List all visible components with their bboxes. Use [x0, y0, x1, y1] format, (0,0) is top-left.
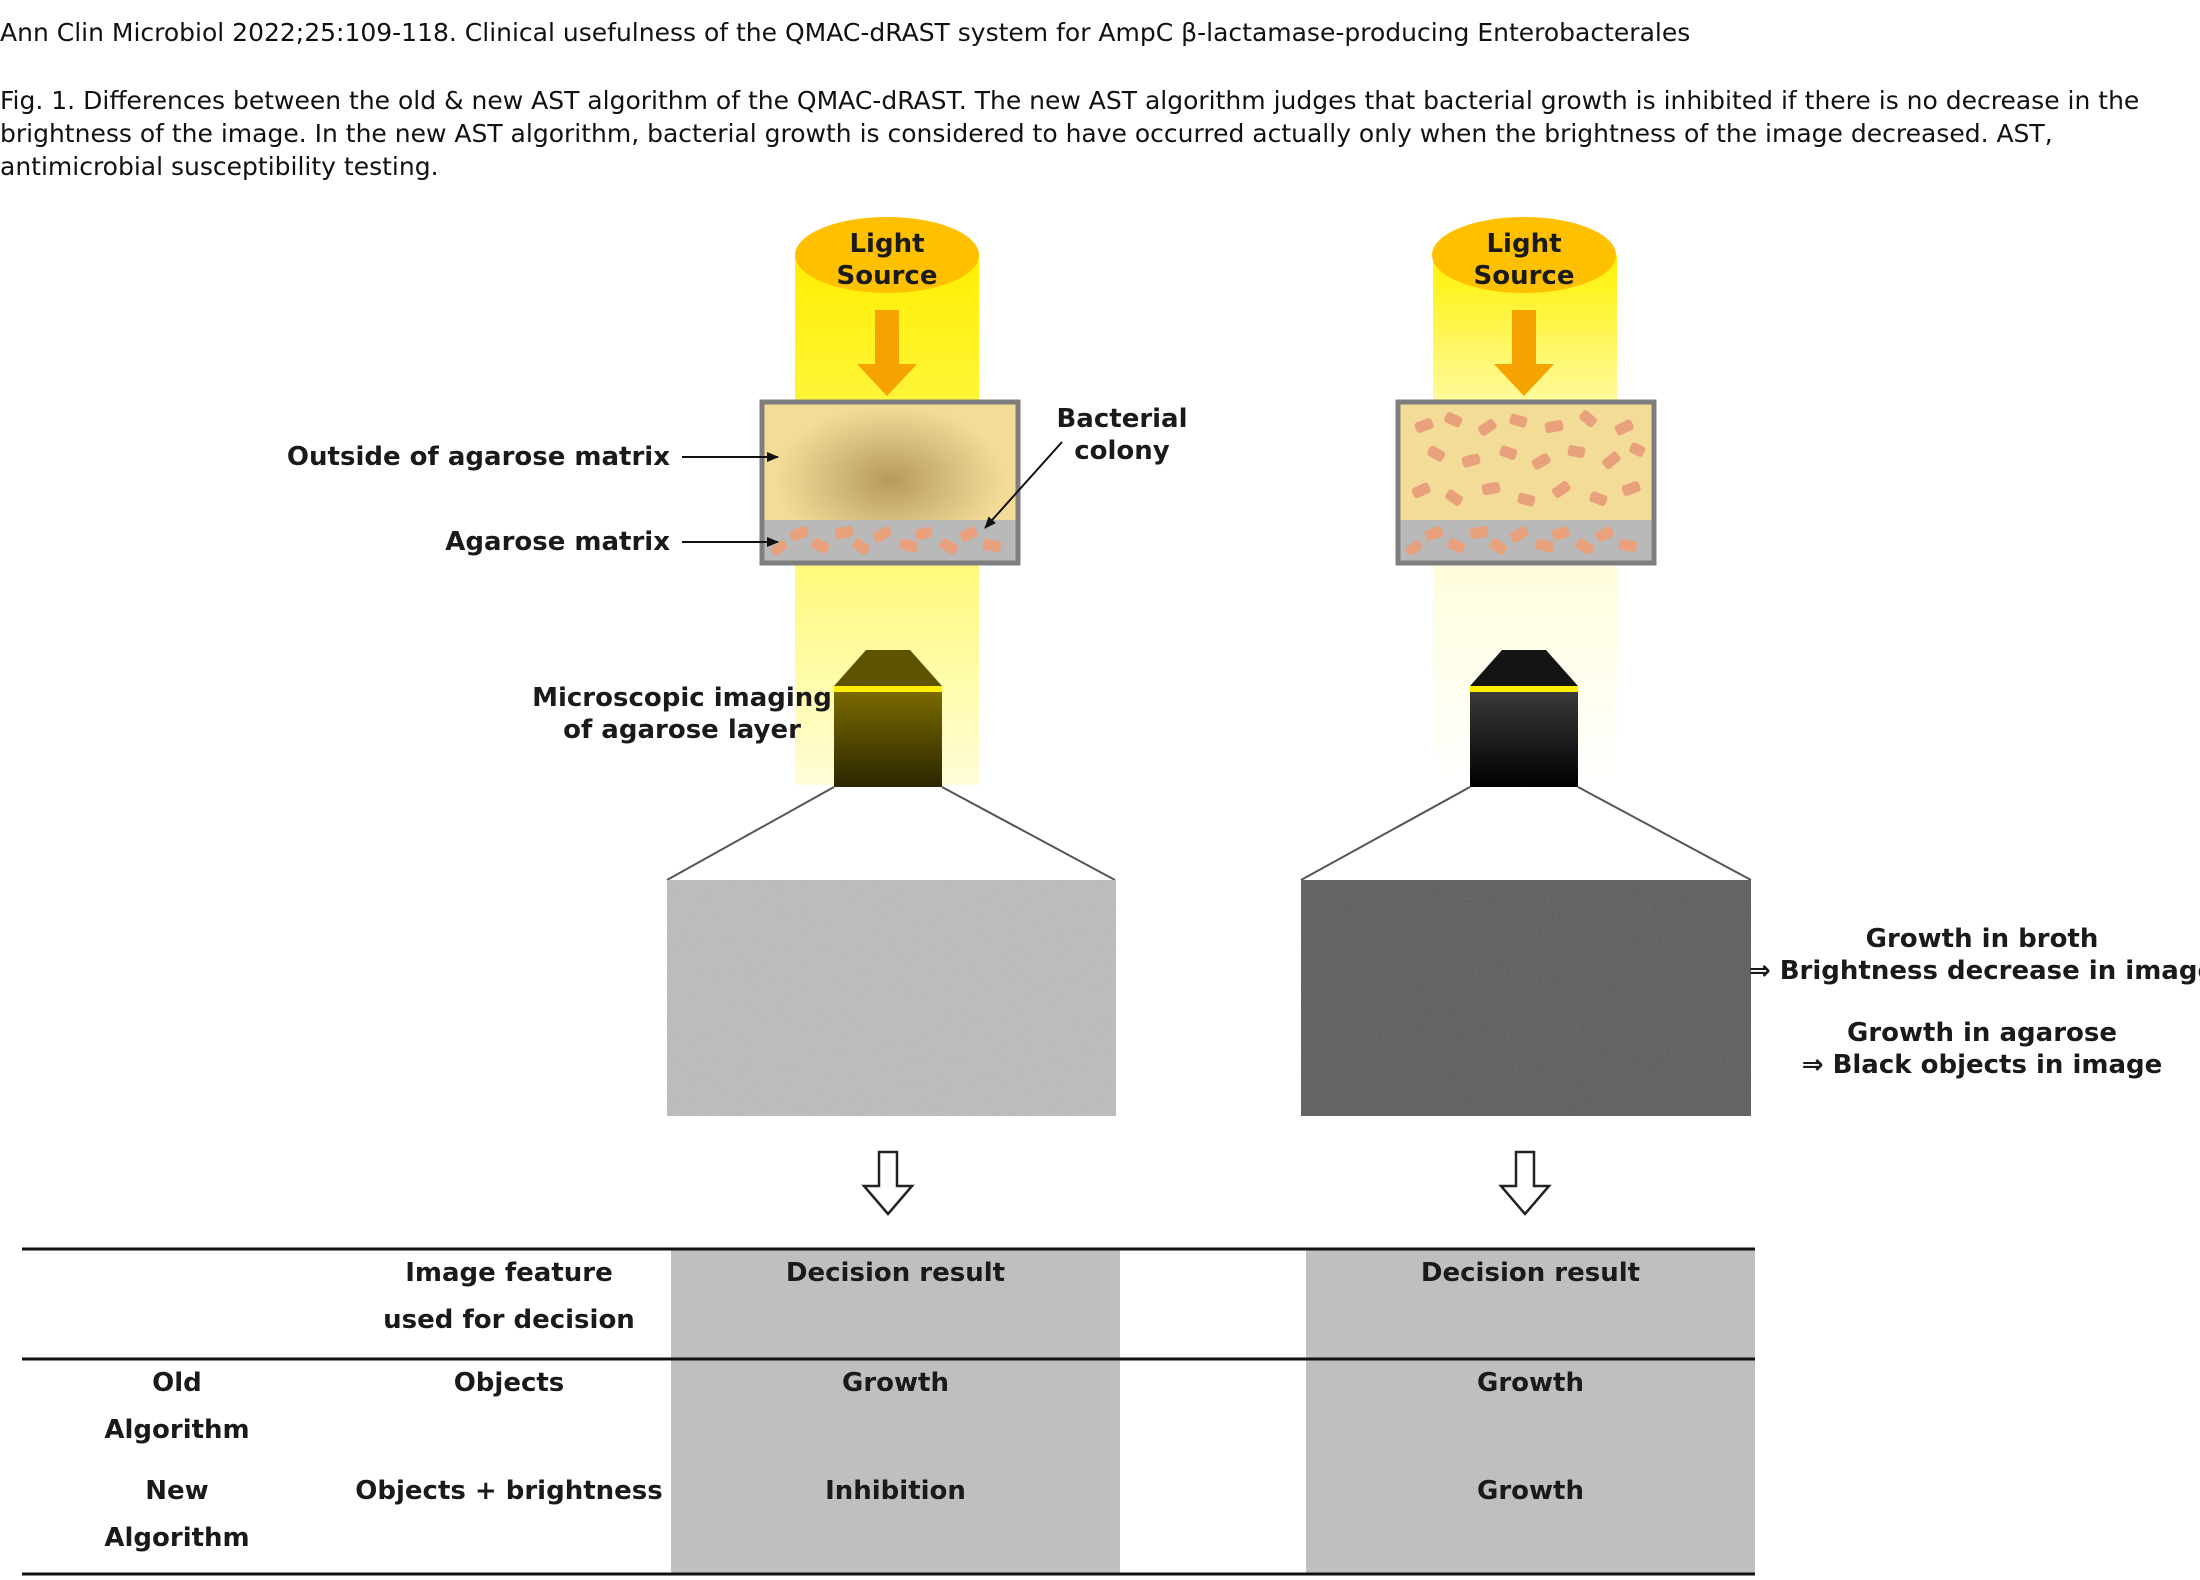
growth-notes: Growth in broth ⇒ Brightness decrease in…	[1749, 924, 2200, 1080]
header-decision-right: Decision result	[1420, 1258, 1641, 1288]
field-of-view-right	[1300, 786, 1752, 881]
agarose-layer-right	[1398, 520, 1654, 563]
objective-ring-right	[1470, 686, 1578, 692]
decision-column-right-bg	[1306, 1250, 1755, 1575]
light-source-label-left-line1: Light	[849, 229, 924, 259]
objective-body-left	[834, 692, 942, 787]
row-new-decision-left: Inhibition	[825, 1476, 966, 1506]
microscopic-imaging-label-line1: Microscopic imaging	[532, 683, 832, 713]
bacteria-in-agarose-left	[770, 525, 1002, 556]
objective-top-right	[1470, 650, 1578, 686]
row-new-decision-right: Growth	[1477, 1476, 1584, 1506]
header-image-feature: Image feature used for decision	[383, 1258, 635, 1335]
bacterial-colony-pointer	[984, 441, 1063, 529]
table-graphics	[22, 1247, 1755, 1576]
chamber-frame-left	[759, 399, 1021, 566]
agarose-matrix-label: Agarose matrix	[445, 527, 670, 557]
bacteria-in-agarose-right	[1405, 525, 1638, 556]
figure-caption: Fig. 1.Differences between the old & new…	[0, 84, 2185, 183]
note-broth-title: Growth in broth	[1866, 924, 2099, 954]
row-new-feature: Objects + brightness	[355, 1476, 663, 1506]
row-old-decision-right: Growth	[1477, 1368, 1584, 1398]
bacterial-colony-label-line1: Bacterial	[1056, 404, 1187, 434]
light-source-left	[795, 217, 979, 293]
left-apparatus: Light Source Outside of agarose matrix A…	[287, 217, 1188, 1216]
note-broth-result: ⇒ Brightness decrease in image	[1749, 956, 2200, 986]
row-old-feature: Objects	[453, 1368, 565, 1398]
micrograph-right-texture	[1301, 880, 1751, 1116]
microscopic-imaging-label-line2: of agarose layer	[563, 715, 801, 745]
row-new-name: New Algorithm	[104, 1476, 250, 1553]
decision-column-left-bg	[671, 1250, 1120, 1575]
objective-ring-left	[834, 686, 942, 692]
objective-top-left	[834, 650, 942, 686]
field-of-view-left	[666, 786, 1116, 881]
down-arrow-right	[1494, 310, 1554, 396]
bacteria-in-broth-right	[1411, 410, 1646, 507]
objective-body-right	[1470, 692, 1578, 787]
figure-label: Fig. 1.	[0, 86, 76, 115]
note-agarose-result: ⇒ Black objects in image	[1802, 1050, 2163, 1080]
decision-table: Image feature used for decision Decision…	[22, 1242, 1754, 1572]
outside-matrix-label: Outside of agarose matrix	[287, 442, 670, 472]
hollow-arrow-left	[861, 1150, 915, 1216]
right-apparatus: Light Source	[1300, 217, 1752, 1216]
journal-citation: Ann Clin Microbiol 2022;25:109-118. Clin…	[0, 18, 1691, 47]
light-source-label-right-line1: Light	[1486, 229, 1561, 259]
hollow-arrow-right	[1498, 1150, 1552, 1216]
agarose-layer-left	[762, 520, 1018, 563]
down-arrow-left	[857, 310, 917, 396]
light-source-right	[1432, 217, 1616, 293]
row-old-decision-left: Growth	[842, 1368, 949, 1398]
chamber-frame-right	[1395, 399, 1657, 566]
light-source-label-left-line2: Source	[837, 261, 938, 291]
row-old-name: Old Algorithm	[104, 1368, 250, 1445]
figure-caption-text: Differences between the old & new AST al…	[0, 86, 2140, 181]
note-agarose-title: Growth in agarose	[1847, 1018, 2117, 1048]
bacterial-colony-label-line2: colony	[1074, 436, 1170, 466]
light-source-label-right-line2: Source	[1474, 261, 1575, 291]
turbidity-cloud-left	[775, 405, 1005, 555]
header-decision-left: Decision result	[785, 1258, 1006, 1288]
micrograph-left-texture	[667, 880, 1116, 1116]
